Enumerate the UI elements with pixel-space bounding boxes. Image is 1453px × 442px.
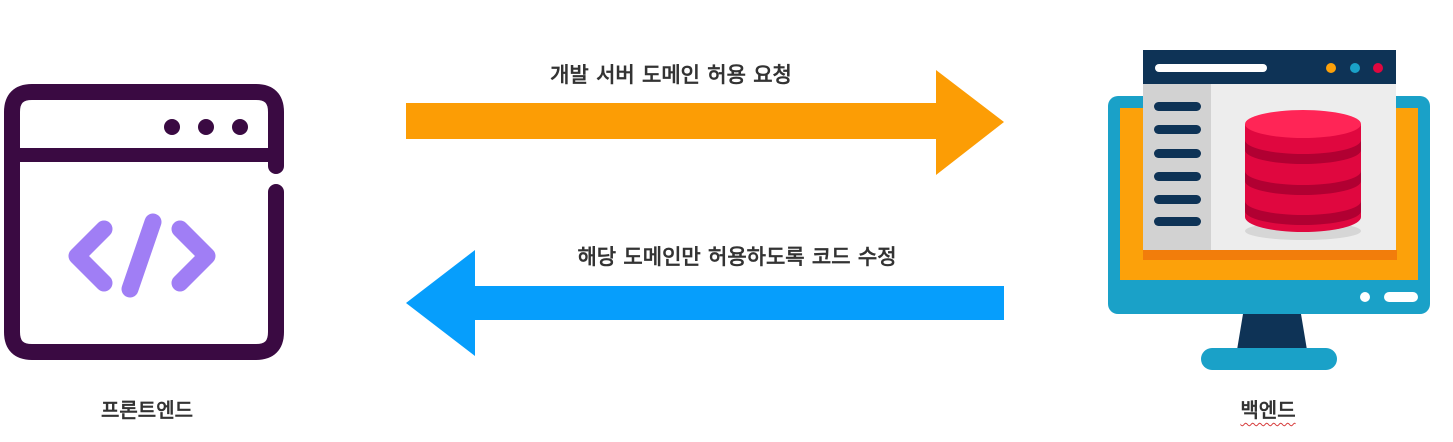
frontend-icon [4, 84, 284, 360]
monitor-screen-shadow [1143, 250, 1397, 260]
backend-label-wrapper: 백엔드 [1240, 394, 1295, 423]
frontend-label: 프론트엔드 [101, 398, 193, 422]
database-band [1245, 201, 1361, 225]
code-brackets-icon [68, 213, 216, 298]
database-icon [1245, 110, 1361, 240]
monitor-stand [1201, 348, 1337, 370]
backend-label: 백엔드 [1240, 398, 1296, 422]
response-arrow [406, 250, 1004, 356]
response-arrow-label: 해당 도메인만 허용하도록 코드 수정 [577, 245, 897, 269]
app-window-dot-icon [1373, 63, 1383, 73]
sidebar-lines [1154, 102, 1201, 226]
app-title-bar [1155, 64, 1267, 72]
monitor-led-icon [1360, 292, 1370, 302]
database-top [1245, 110, 1361, 138]
app-window-dot-icon [1350, 63, 1360, 73]
database-body [1245, 124, 1361, 232]
window-dot-icon [198, 119, 214, 135]
request-arrow-label: 개발 서버 도메인 허용 요청 [550, 63, 792, 87]
window-dot-icon [232, 119, 248, 135]
request-arrow [406, 70, 1004, 175]
window-dot-icon [164, 119, 180, 135]
frontend-window-outline [4, 84, 284, 360]
backend-icon [1108, 50, 1430, 370]
app-window-dot-icon [1326, 63, 1336, 73]
database-band [1245, 140, 1361, 164]
database-band [1245, 171, 1361, 195]
monitor-power-button [1384, 292, 1418, 302]
monitor-neck [1237, 314, 1307, 350]
